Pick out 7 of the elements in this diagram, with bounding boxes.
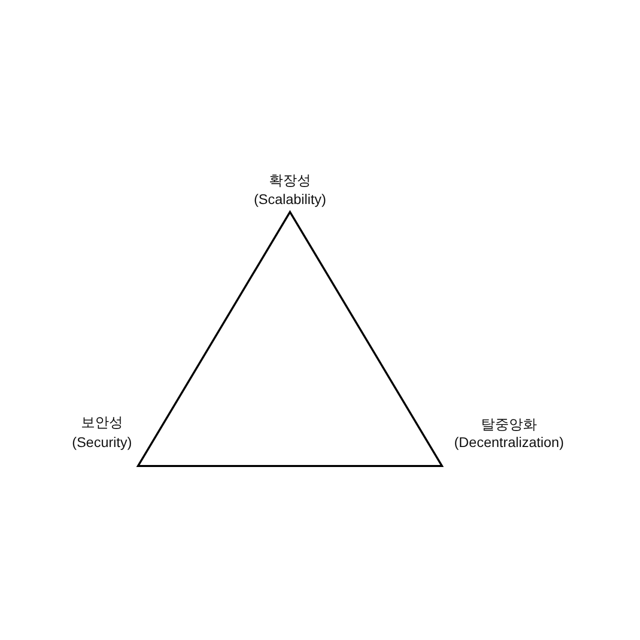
vertex-label: (Scalability) xyxy=(254,190,326,209)
vertex-label: (Security) xyxy=(72,433,132,452)
vertex-label: 보안성 xyxy=(81,413,123,432)
vertex-label: 확장성 xyxy=(269,171,311,190)
vertex-label: 탈중앙화 xyxy=(481,415,537,434)
triangle-shape xyxy=(136,210,444,468)
vertex-label: (Decentralization) xyxy=(454,433,564,452)
